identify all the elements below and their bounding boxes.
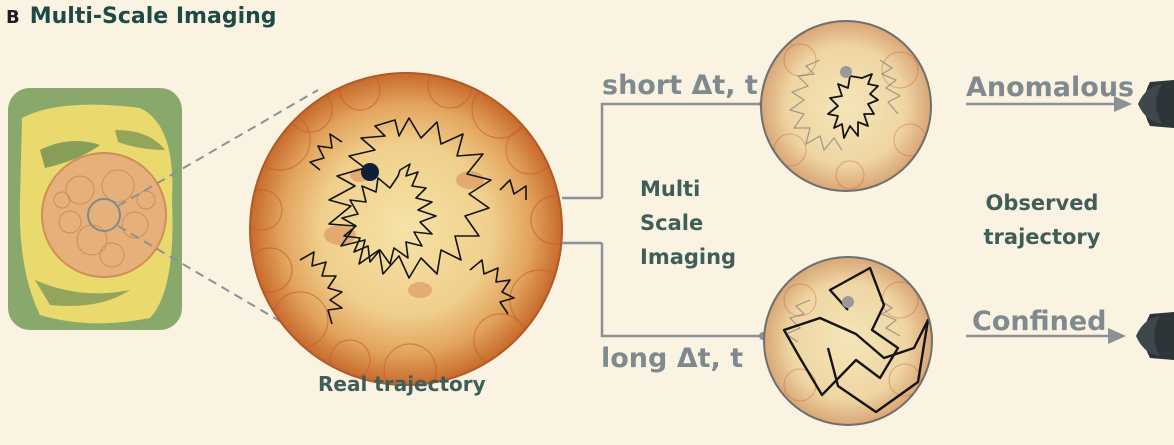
- label-imaging: Imaging: [640, 240, 736, 274]
- label-multi-scale-imaging: Multi Scale Imaging: [640, 172, 736, 274]
- eye-icon-bottom: [1136, 312, 1174, 360]
- label-scale: Scale: [640, 206, 736, 240]
- observed-disk-long: [764, 257, 932, 425]
- label-real-trajectory: Real trajectory: [318, 372, 486, 396]
- tracer-dot: [361, 163, 379, 181]
- label-confined: Confined: [972, 306, 1106, 337]
- real-trajectory-disk: [242, 64, 579, 396]
- label-trajectory: trajectory: [972, 220, 1112, 254]
- label-long-dt: long Δt, t: [601, 343, 743, 374]
- eye-icon-top: [1138, 80, 1174, 128]
- label-short-dt: short Δt, t: [602, 70, 758, 101]
- tracer-dot-top: [840, 66, 852, 78]
- label-observed-trajectory: Observed trajectory: [972, 186, 1112, 254]
- observed-disk-short: [761, 21, 931, 191]
- label-anomalous: Anomalous: [966, 72, 1134, 103]
- label-multi: Multi: [640, 172, 736, 206]
- label-observed: Observed: [972, 186, 1112, 220]
- tracer-dot-bottom: [842, 296, 854, 308]
- cell-image: [8, 88, 182, 330]
- nucleus: [42, 153, 166, 277]
